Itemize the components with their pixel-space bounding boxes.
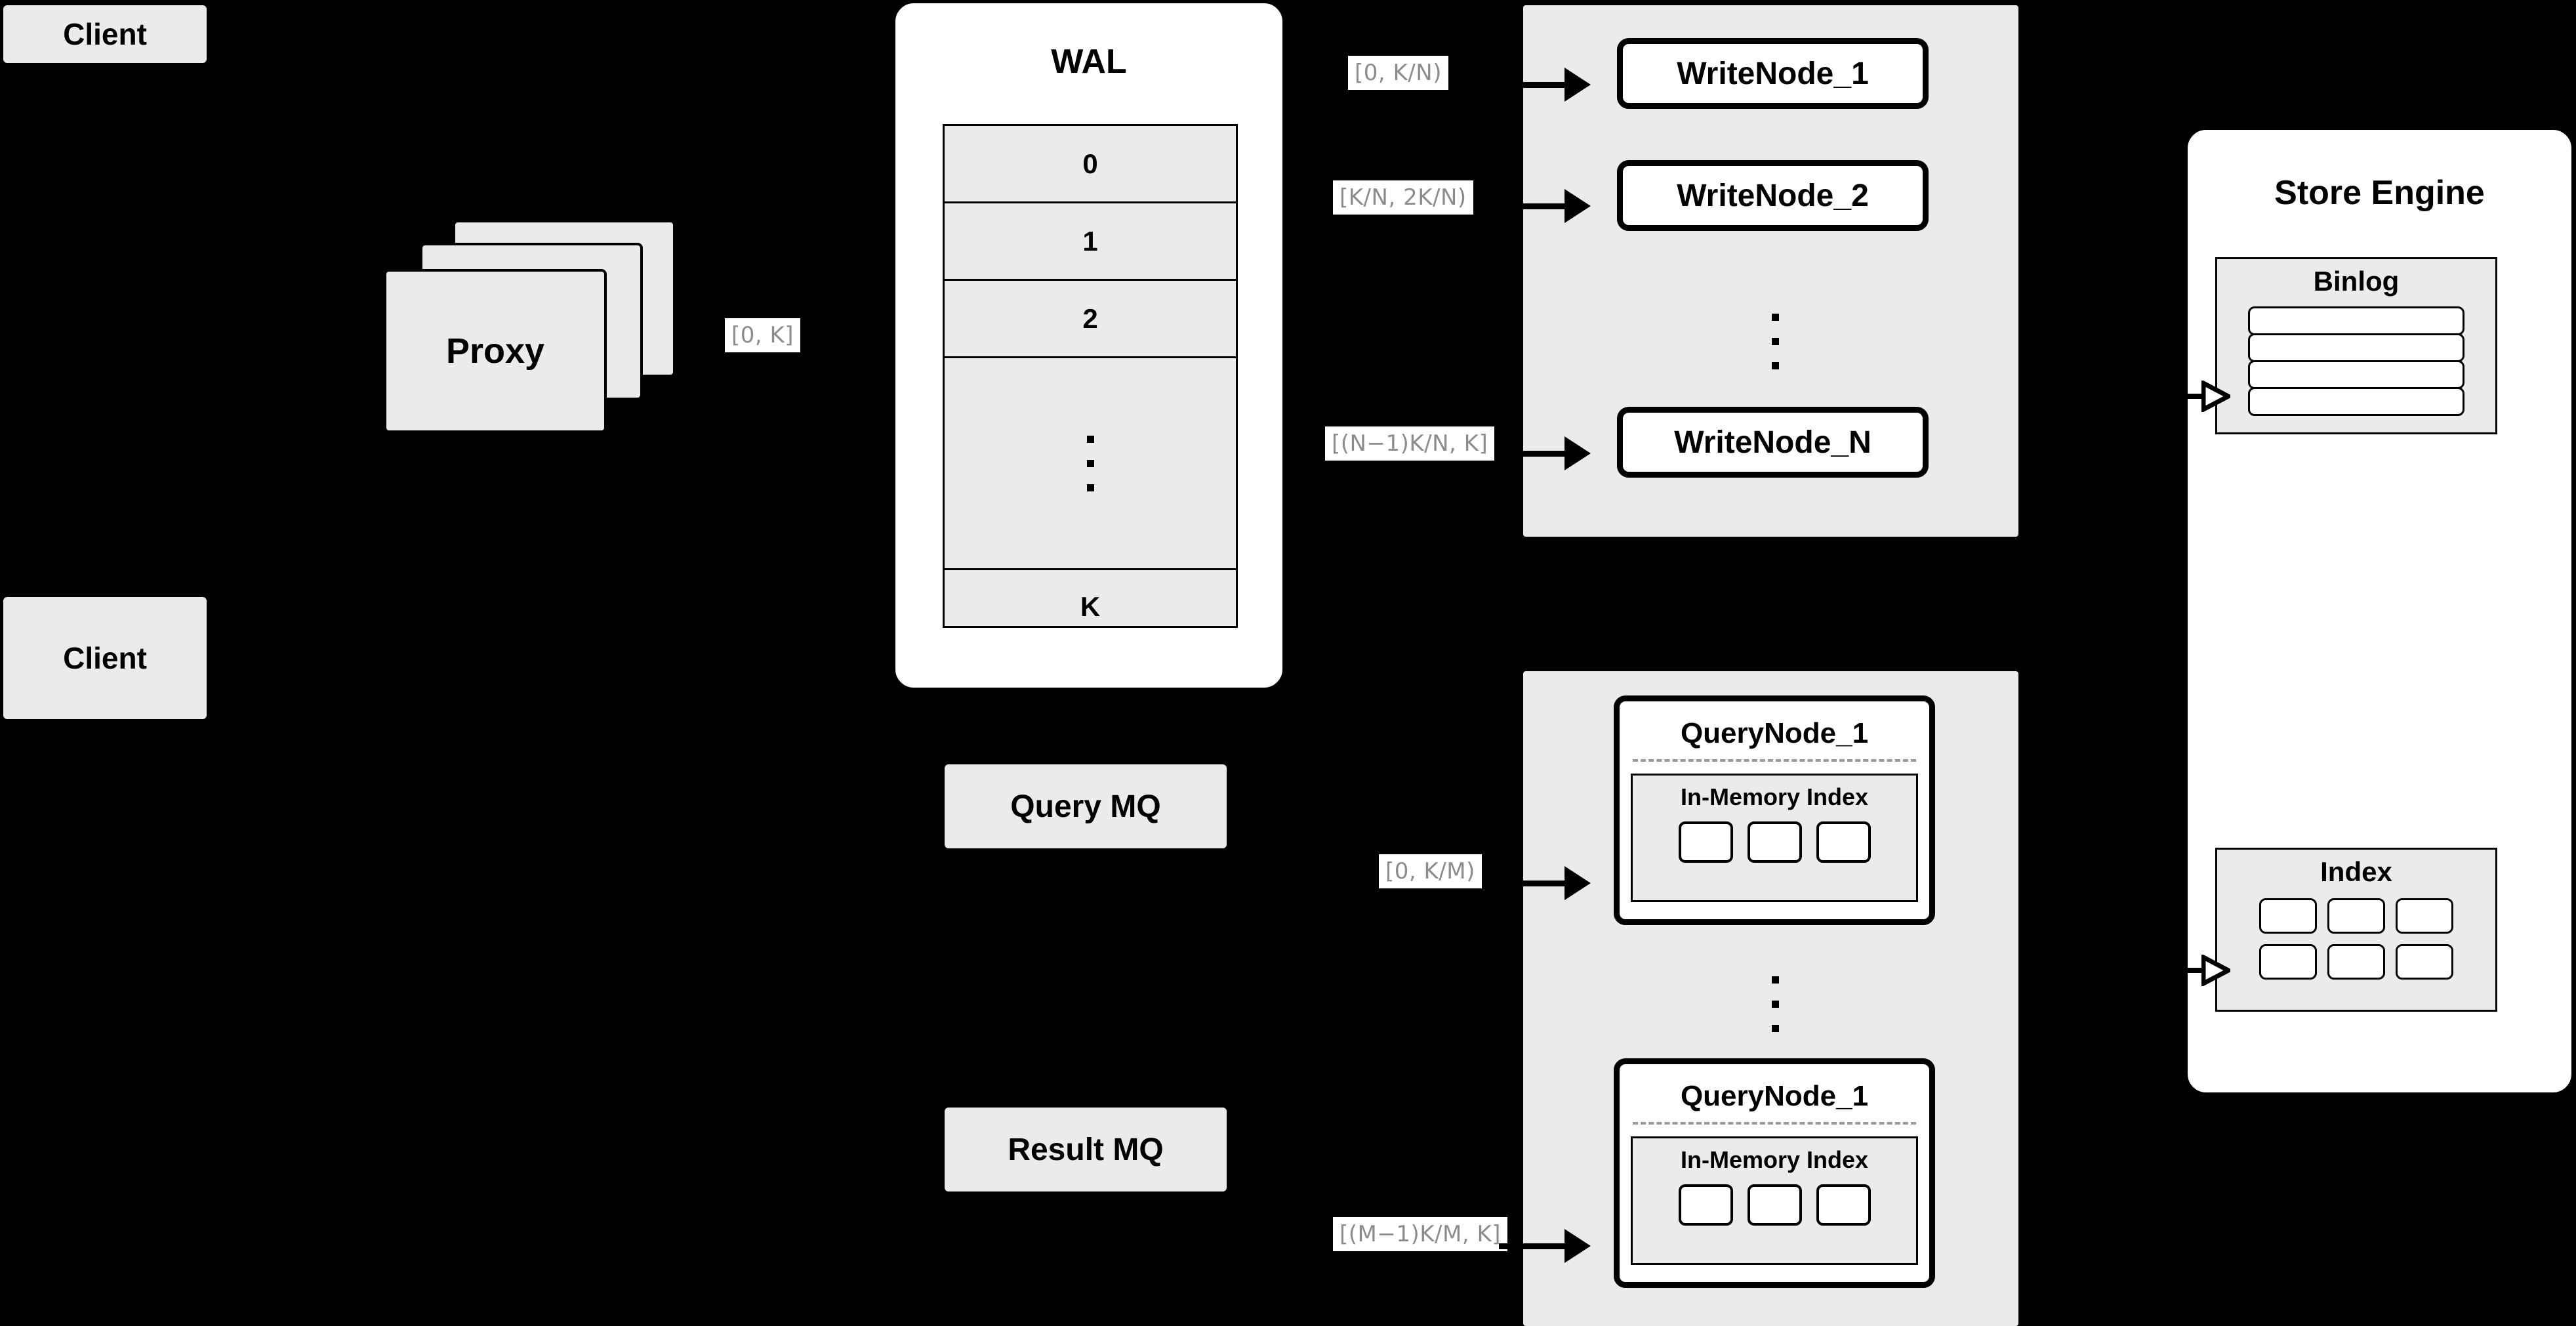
in-memory-index-1: In-Memory Index bbox=[1631, 774, 1918, 902]
index-cell bbox=[1747, 1184, 1802, 1226]
open-arrow-head-icon bbox=[2201, 381, 2230, 412]
query-node-divider bbox=[1633, 1122, 1916, 1125]
write-node-n-range-label: [(N−1)K/N, K] bbox=[1325, 426, 1495, 461]
in-memory-index-2: In-Memory Index bbox=[1631, 1136, 1918, 1265]
index-cell bbox=[2327, 898, 2385, 934]
write-node-ellipsis bbox=[1765, 282, 1786, 400]
query-node-ellipsis bbox=[1765, 945, 1786, 1063]
binlog-title: Binlog bbox=[2313, 266, 2400, 297]
client-label: Client bbox=[63, 17, 147, 51]
client-label: Client bbox=[63, 641, 147, 675]
arrow-to-write-node-1 bbox=[1499, 68, 1591, 102]
wal-entries-table: 0 1 2 K bbox=[943, 124, 1238, 628]
dot-icon bbox=[1086, 435, 1094, 443]
client-box-1[interactable]: Client bbox=[3, 5, 207, 63]
dot-icon bbox=[1771, 1024, 1779, 1032]
index-panel: Index bbox=[2215, 848, 2497, 1012]
write-node-n[interactable]: WriteNode_N bbox=[1617, 407, 1929, 478]
write-node-1[interactable]: WriteNode_1 bbox=[1617, 38, 1929, 109]
proxy-label: Proxy bbox=[445, 331, 545, 371]
arrow-to-write-node-n bbox=[1499, 436, 1591, 470]
wal-row: 0 bbox=[945, 126, 1236, 203]
result-mq-box[interactable]: Result MQ bbox=[945, 1108, 1227, 1191]
write-node-2[interactable]: WriteNode_2 bbox=[1617, 160, 1929, 231]
store-engine-title: Store Engine bbox=[2274, 174, 2485, 212]
index-cell bbox=[1747, 821, 1802, 863]
arrow-to-write-node-2 bbox=[1499, 189, 1591, 223]
proxy-box[interactable]: Proxy bbox=[384, 269, 607, 433]
index-cell bbox=[2396, 944, 2453, 980]
query-node-1[interactable]: QueryNode_1 In-Memory Index bbox=[1614, 695, 1935, 925]
index-cell bbox=[1678, 821, 1733, 863]
index-cell bbox=[2259, 898, 2317, 934]
binlog-row bbox=[2248, 306, 2464, 335]
wal-ellipsis bbox=[945, 358, 1236, 570]
binlog-row bbox=[2248, 387, 2464, 416]
dot-icon bbox=[1771, 313, 1779, 321]
binlog-row bbox=[2248, 333, 2464, 362]
dot-icon bbox=[1086, 459, 1094, 467]
wal-title: WAL bbox=[1051, 43, 1127, 81]
in-memory-index-title: In-Memory Index bbox=[1680, 783, 1869, 810]
arrow-to-index bbox=[2177, 955, 2230, 986]
query-node-2-range-label: [(M−1)K/M, K] bbox=[1333, 1217, 1508, 1251]
dot-icon bbox=[1771, 976, 1779, 984]
wal-row-last: K bbox=[1080, 591, 1101, 622]
write-node-1-range-label: [0, K/N) bbox=[1348, 56, 1448, 90]
wal-row: 1 bbox=[945, 203, 1236, 281]
arrow-to-query-node-2 bbox=[1499, 1229, 1591, 1263]
dot-icon bbox=[1771, 362, 1779, 369]
binlog-panel: Binlog bbox=[2215, 257, 2497, 434]
store-engine-panel: Store Engine Binlog Index bbox=[2188, 130, 2571, 1092]
index-cell bbox=[1816, 1184, 1871, 1226]
index-title: Index bbox=[2320, 856, 2392, 887]
dot-icon bbox=[1771, 337, 1779, 345]
index-cell bbox=[2396, 898, 2453, 934]
client-box-2[interactable]: Client bbox=[3, 597, 207, 719]
index-cell bbox=[1816, 821, 1871, 863]
index-cell bbox=[2327, 944, 2385, 980]
query-node-1-title: QueryNode_1 bbox=[1680, 717, 1869, 749]
wal-row: 2 bbox=[945, 281, 1236, 358]
in-memory-index-title: In-Memory Index bbox=[1680, 1146, 1869, 1173]
proxy-range-label: [0, K] bbox=[725, 318, 801, 352]
arrow-to-query-node-1 bbox=[1499, 866, 1591, 900]
dot-icon bbox=[1086, 484, 1094, 491]
wal-panel: WAL 0 1 2 K bbox=[895, 3, 1282, 688]
binlog-row bbox=[2248, 360, 2464, 389]
query-node-divider bbox=[1633, 759, 1916, 762]
index-cell bbox=[2259, 944, 2317, 980]
query-mq-box[interactable]: Query MQ bbox=[945, 764, 1227, 848]
dot-icon bbox=[1771, 1000, 1779, 1008]
query-node-2[interactable]: QueryNode_1 In-Memory Index bbox=[1614, 1058, 1935, 1288]
arrow-to-binlog bbox=[2177, 381, 2230, 412]
query-node-2-title: QueryNode_1 bbox=[1680, 1080, 1869, 1112]
open-arrow-head-icon bbox=[2201, 955, 2230, 986]
write-node-2-range-label: [K/N, 2K/N) bbox=[1333, 180, 1473, 215]
index-cell bbox=[1678, 1184, 1733, 1226]
query-node-1-range-label: [0, K/M) bbox=[1379, 854, 1482, 888]
